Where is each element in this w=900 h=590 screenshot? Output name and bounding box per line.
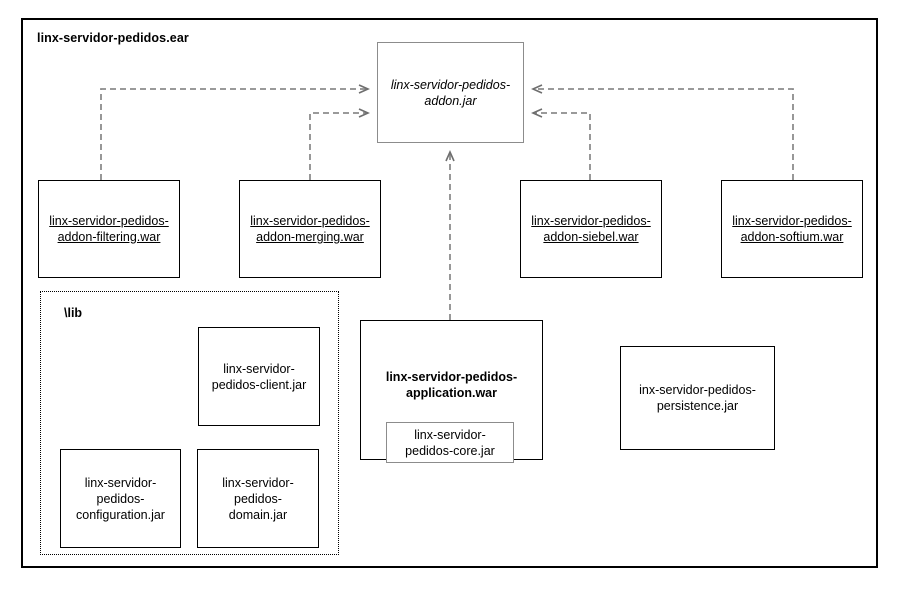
node-addon-filtering-war-label: linx-servidor-pedidos- addon-filtering.w… [49, 214, 169, 244]
node-application-war-label: linx-servidor-pedidos- application.war [385, 370, 518, 400]
node-pedidos-persistence-jar[interactable]: inx-servidor-pedidos- persistence.jar [620, 346, 775, 450]
node-addon-softium-war[interactable]: linx-servidor-pedidos- addon-softium.war [721, 180, 863, 278]
ear-container[interactable] [21, 18, 878, 568]
node-pedidos-persistence-jar-label: inx-servidor-pedidos- persistence.jar [639, 383, 756, 413]
node-addon-merging-war-label: linx-servidor-pedidos- addon-merging.war [250, 214, 370, 244]
node-pedidos-core-jar[interactable]: linx-servidor- pedidos-core.jar [386, 422, 514, 463]
node-addon-siebel-war-label: linx-servidor-pedidos- addon-siebel.war [531, 214, 651, 244]
node-addon-merging-war[interactable]: linx-servidor-pedidos- addon-merging.war [239, 180, 381, 278]
node-pedidos-client-jar-label: linx-servidor- pedidos-client.jar [211, 361, 307, 392]
lib-folder-title: \lib [64, 306, 83, 320]
node-pedidos-domain-jar-label: linx-servidor- pedidos- domain.jar [222, 475, 294, 522]
node-addon-siebel-war[interactable]: linx-servidor-pedidos- addon-siebel.war [520, 180, 662, 278]
node-pedidos-client-jar[interactable]: linx-servidor- pedidos-client.jar [198, 327, 320, 426]
node-addon-softium-war-label: linx-servidor-pedidos- addon-softium.war [732, 214, 852, 244]
node-pedidos-configuration-jar-label: linx-servidor- pedidos- configuration.ja… [76, 475, 165, 522]
node-addon-jar[interactable]: linx-servidor-pedidos- addon.jar [377, 42, 524, 143]
node-pedidos-core-jar-label: linx-servidor- pedidos-core.jar [405, 427, 495, 458]
node-pedidos-configuration-jar[interactable]: linx-servidor- pedidos- configuration.ja… [60, 449, 181, 548]
node-pedidos-domain-jar[interactable]: linx-servidor- pedidos- domain.jar [197, 449, 319, 548]
lib-folder-container[interactable] [40, 291, 339, 555]
node-addon-jar-label: linx-servidor-pedidos- addon.jar [390, 77, 511, 108]
node-addon-filtering-war[interactable]: linx-servidor-pedidos- addon-filtering.w… [38, 180, 180, 278]
node-application-war[interactable]: linx-servidor-pedidos- application.war l… [360, 320, 543, 463]
ear-container-title: linx-servidor-pedidos.ear [37, 31, 189, 45]
